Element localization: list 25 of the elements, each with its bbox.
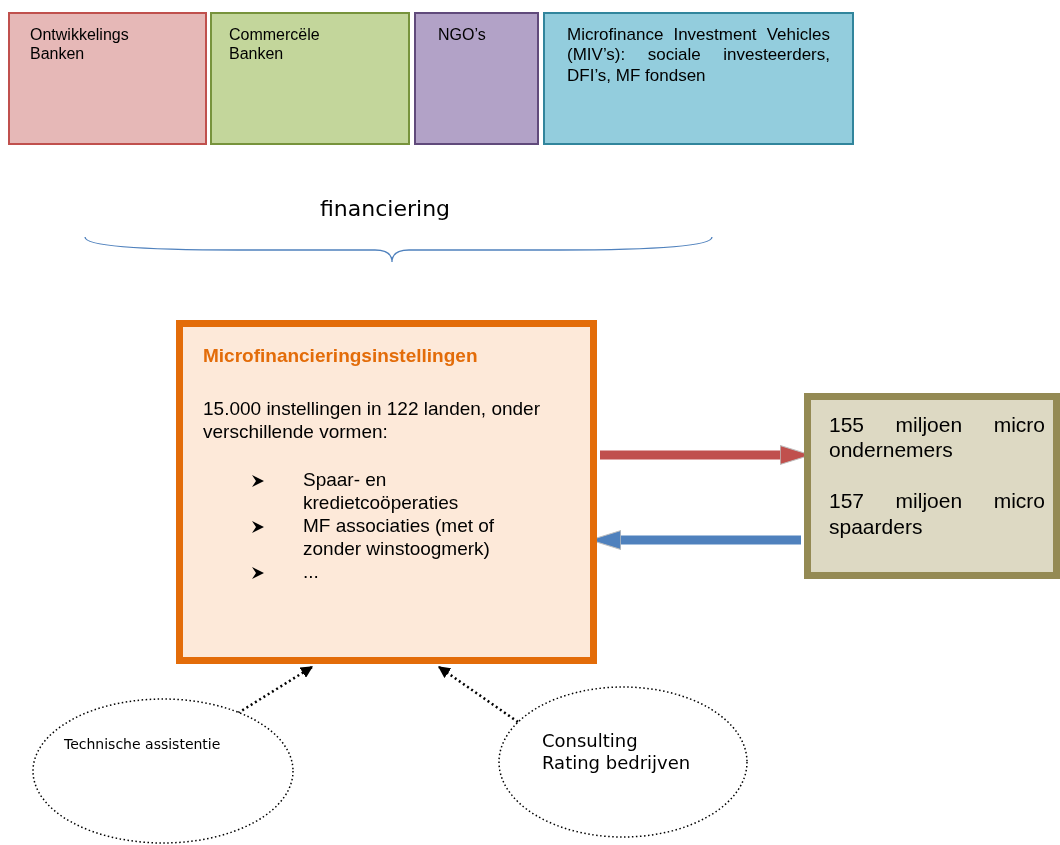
service-label: Rating bedrijven	[542, 751, 692, 774]
service-ellipse	[32, 698, 294, 844]
list-item: ...	[303, 560, 320, 584]
service-ellipse	[498, 686, 748, 838]
client-box	[804, 393, 1060, 579]
funder-box	[414, 12, 539, 145]
heading: Microfinancieringsinstellingen	[203, 345, 479, 368]
box-label: Microfinance Investment Vehicles (MIV’s): sociale investeerders, DFI’s, MF fondsen	[567, 25, 830, 87]
box-label: 155 miljoen micro ondernemers	[829, 412, 1045, 463]
funder-box	[543, 12, 854, 145]
description-text: 15.000 instellingen in 122 landen, onder verschillende vormen:	[203, 397, 540, 444]
dotted-arrow	[438, 665, 519, 724]
list-item: Spaar- en kredietcoöperaties	[303, 469, 460, 515]
caption-text: financiering	[320, 196, 451, 221]
service-label: Technische assistentie	[64, 736, 222, 753]
box-label: 157 miljoen micro spaarders	[829, 488, 1045, 539]
box-label: Commercële Banken	[229, 25, 321, 64]
list-item: MF associaties (met of zonder winstoogmerk)	[303, 515, 496, 561]
service-label: Consulting	[542, 730, 639, 752]
funder-box	[210, 12, 410, 145]
institution-box	[176, 320, 597, 664]
box-label: Ontwikkelings Banken	[30, 25, 130, 64]
box-label: NGO’s	[438, 25, 487, 45]
dotted-arrow	[237, 665, 313, 715]
funder-box	[8, 12, 207, 145]
